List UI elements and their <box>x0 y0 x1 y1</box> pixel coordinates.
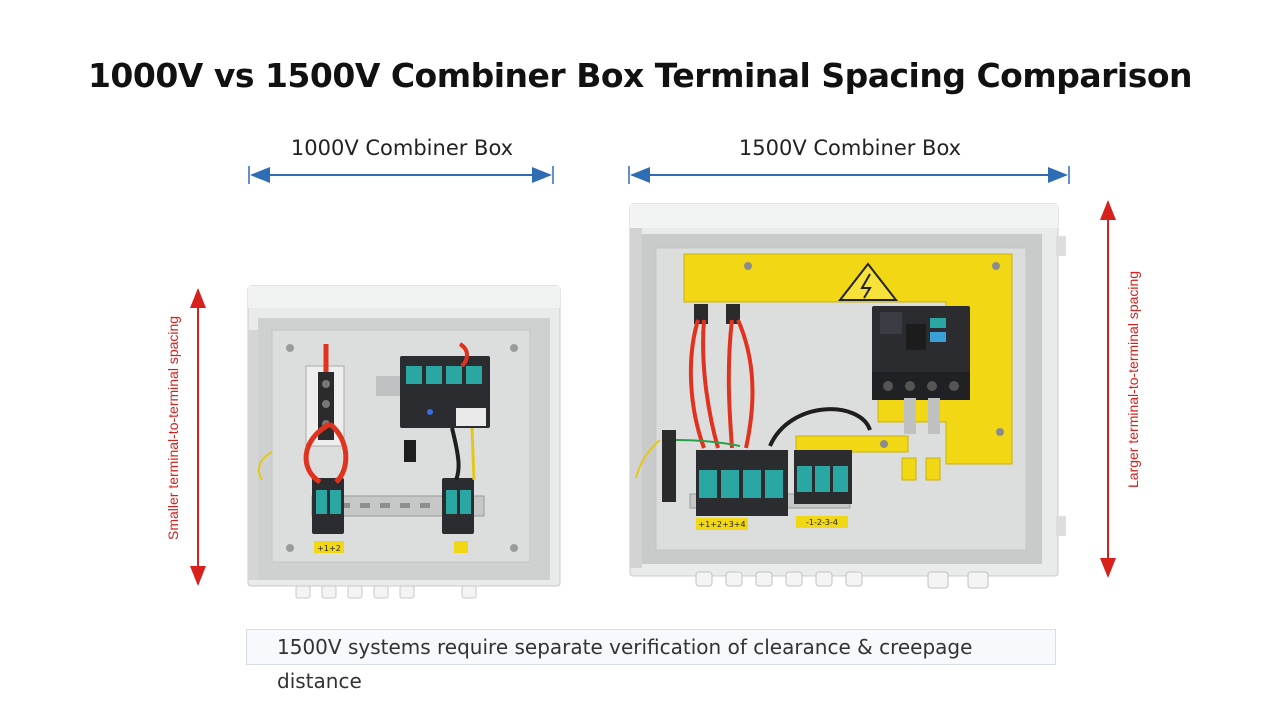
left-box-label: 1000V Combiner Box <box>290 136 514 160</box>
left-width-dimension-arrow <box>248 166 554 184</box>
page-title: 1000V vs 1500V Combiner Box Terminal Spa… <box>87 56 1193 95</box>
right-spacing-label: Larger terminal-to-terminal spacing <box>1125 270 1141 488</box>
left-spacing-label: Smaller terminal-to-terminal spacing <box>165 315 181 540</box>
right-negative-terminal-label: -1-2-3-4 <box>806 518 838 527</box>
left-terminal-label: +1+2 <box>317 544 341 553</box>
right-box-label: 1500V Combiner Box <box>738 136 962 160</box>
verification-note: 1500V systems require separate verificat… <box>246 629 1056 693</box>
right-combiner-box: +1+2+3+4 -1-2-3-4 <box>629 203 1066 589</box>
right-positive-terminal-label: +1+2+3+4 <box>698 520 745 529</box>
left-combiner-box: +1+2 <box>247 285 561 599</box>
right-width-dimension-arrow <box>628 166 1070 184</box>
